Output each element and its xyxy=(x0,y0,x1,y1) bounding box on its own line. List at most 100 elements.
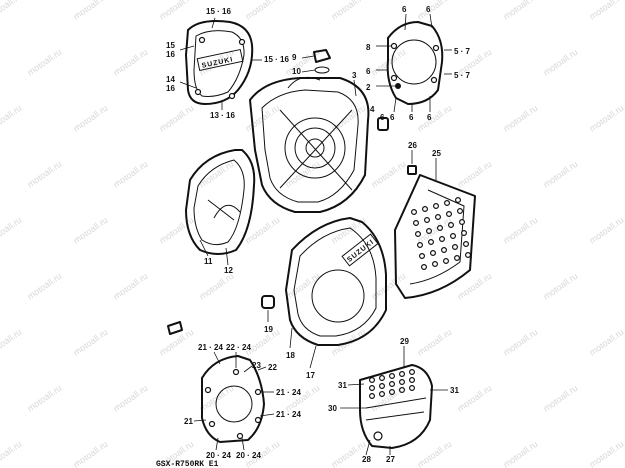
watermark-text: motoall.ru xyxy=(71,327,109,358)
vent-hole xyxy=(413,220,420,227)
vent-hole xyxy=(430,250,437,257)
part-label-17: 17 xyxy=(306,371,315,380)
watermark-text: motoall.ru xyxy=(157,0,195,22)
vent-hole xyxy=(379,375,386,382)
part-label-19: 19 xyxy=(264,325,273,334)
vent-hole xyxy=(389,389,396,396)
vent-hole xyxy=(463,241,470,248)
leader-lines xyxy=(179,13,452,456)
vent-hole xyxy=(441,247,448,254)
watermark-text: motoall.ru xyxy=(71,0,109,22)
watermark-text: motoall.ru xyxy=(587,327,625,358)
part-label-6f: 6 xyxy=(427,113,432,122)
part-label-4: 4 xyxy=(370,105,375,114)
watermark-text: motoall.ru xyxy=(587,103,625,134)
vent-hole xyxy=(369,385,376,392)
watermark-text: motoall.ru xyxy=(111,383,149,414)
watermark-text: motoall.ru xyxy=(587,0,625,22)
part-label-25: 25 xyxy=(432,149,441,158)
watermark-text: motoall.ru xyxy=(501,439,539,468)
vent-hole xyxy=(428,239,435,246)
part-label-11: 11 xyxy=(204,257,213,266)
part-label-6d: 6 xyxy=(390,113,395,122)
vent-hole xyxy=(421,264,428,271)
part-label-5-7b: 5 · 7 xyxy=(454,71,471,80)
part-label-8: 8 xyxy=(366,43,371,52)
vent-hole xyxy=(432,261,439,268)
part-label-6a: 6 xyxy=(402,5,407,14)
vent-hole xyxy=(433,203,440,210)
watermark-text: motoall.ru xyxy=(415,327,453,358)
part-label-6g: 6 xyxy=(380,113,385,122)
vent-hole xyxy=(409,385,416,392)
watermark-text: motoall.ru xyxy=(501,0,539,22)
plug xyxy=(407,165,417,175)
vent-hole xyxy=(461,230,468,237)
watermark-text: motoall.ru xyxy=(455,159,493,190)
part-label-10: 10 xyxy=(292,67,301,76)
part-label-30: 30 xyxy=(328,404,337,413)
watermark-text: motoall.ru xyxy=(587,215,625,246)
part-label-23: 23 xyxy=(252,361,261,370)
watermark-text: motoall.ru xyxy=(541,383,579,414)
part-label-31a: 31 xyxy=(338,381,347,390)
engine-guard xyxy=(359,364,433,449)
part-label-31b: 31 xyxy=(450,386,459,395)
part-label-21: 21 xyxy=(184,417,193,426)
watermark-text: motoall.ru xyxy=(111,159,149,190)
watermark-text: motoall.ru xyxy=(25,159,63,190)
vent-hole xyxy=(379,391,386,398)
watermark-text: motoall.ru xyxy=(0,103,24,134)
vent-hole xyxy=(457,208,464,215)
part-label-12: 12 xyxy=(224,266,233,275)
vent-hole xyxy=(411,209,418,216)
watermark-text: motoall.ru xyxy=(111,47,149,78)
dowel-pin xyxy=(377,117,389,131)
watermark-text: motoall.ru xyxy=(455,271,493,302)
generator-cover: SUZUKI xyxy=(185,20,254,105)
part-label-15-16-top: 15 · 16 xyxy=(206,7,231,16)
watermark-text: motoall.ru xyxy=(415,439,453,468)
clutch-housing-cover xyxy=(249,76,370,213)
watermark-text: motoall.ru xyxy=(415,103,453,134)
vent-hole xyxy=(435,214,442,221)
vent-hole xyxy=(399,379,406,386)
vent-hole xyxy=(446,211,453,218)
part-label-6e: 6 xyxy=(409,113,414,122)
part-label-27: 27 xyxy=(386,455,395,464)
watermark-text: motoall.ru xyxy=(25,383,63,414)
watermark-text: motoall.ru xyxy=(71,439,109,468)
vent-hole xyxy=(424,217,431,224)
part-label-15-16-right: 15 · 16 xyxy=(264,55,289,64)
watermark-text: motoall.ru xyxy=(415,0,453,22)
part-label-20-24a: 20 · 24 xyxy=(206,451,231,460)
bushing xyxy=(261,295,275,309)
part-label-21-24c: 21 · 24 xyxy=(276,410,301,419)
vent-hole xyxy=(443,258,450,265)
part-label-6b: 6 xyxy=(426,5,431,14)
vent-hole xyxy=(454,255,461,262)
vent-hole xyxy=(439,236,446,243)
part-label-6c: 6 xyxy=(366,67,371,76)
part-label-21-24b: 21 · 24 xyxy=(276,388,301,397)
vent-hole xyxy=(444,200,451,207)
vent-hole xyxy=(409,377,416,384)
vent-hole xyxy=(417,242,424,249)
watermark-text: motoall.ru xyxy=(329,0,367,22)
part-label-13-16: 13 · 16 xyxy=(210,111,235,120)
watermark-text: motoall.ru xyxy=(111,271,149,302)
watermark-text: motoall.ru xyxy=(455,383,493,414)
watermark-text: motoall.ru xyxy=(71,103,109,134)
part-label-22: 22 xyxy=(268,363,277,372)
watermark-text: motoall.ru xyxy=(541,159,579,190)
vent-hole xyxy=(455,197,462,204)
vent-hole xyxy=(448,222,455,229)
vent-hole xyxy=(369,377,376,384)
watermark-text: motoall.ru xyxy=(369,271,407,302)
watermark-text: motoall.ru xyxy=(25,271,63,302)
part-label-9: 9 xyxy=(292,53,297,62)
vent-hole xyxy=(379,383,386,390)
watermark-text: motoall.ru xyxy=(0,0,24,22)
